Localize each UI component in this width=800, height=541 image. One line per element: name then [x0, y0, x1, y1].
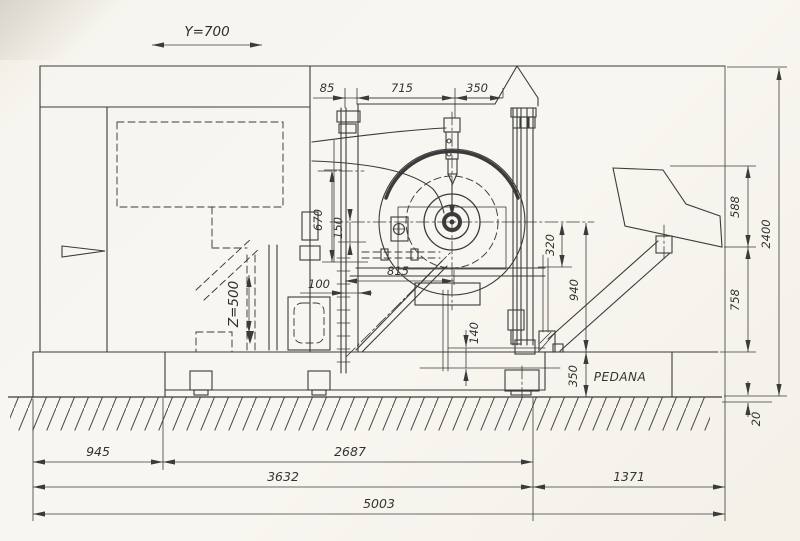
machine-feet [189, 365, 540, 398]
rail-ticks [336, 257, 351, 363]
ground-hatching [10, 397, 710, 431]
dim-20-label: 20 [749, 412, 763, 427]
dim-945-label: 945 [86, 444, 110, 459]
chip-hopper [612, 167, 723, 248]
dim-815-label: 815 [387, 264, 409, 278]
dim-5003-label: 5003 [363, 496, 395, 511]
y-travel-label: Y=700 [184, 24, 229, 40]
internal-chip-conveyor [345, 250, 561, 369]
dim-715-label: 715 [391, 81, 413, 95]
dim-588-label: 588 [728, 196, 742, 218]
cabinet-details [61, 211, 331, 351]
dim-2400-label: 2400 [759, 219, 773, 248]
dim-85-label: 85 [320, 81, 335, 95]
ground [8, 351, 722, 431]
dim-758-label: 758 [728, 289, 742, 311]
machine-outline [32, 65, 726, 456]
chip-flow-arrow [246, 331, 254, 344]
dim-3632-label: 3632 [267, 469, 299, 484]
dimension-lines [32, 42, 787, 521]
dim-320-label: 320 [543, 234, 557, 256]
right-column [510, 107, 549, 355]
dim-350-pedana-label: 350 [566, 365, 580, 387]
pedana-label: PEDANA [594, 370, 646, 384]
dim-100-label: 100 [308, 277, 330, 291]
dim-150-label: 150 [331, 217, 345, 239]
scan-shadow [0, 0, 120, 60]
tool-arm [311, 127, 447, 214]
dim-1371-label: 1371 [613, 469, 645, 484]
cabinet-dashed-internals [116, 121, 325, 353]
z-travel-label: Z=500 [226, 281, 242, 328]
dim-140-label: 140 [467, 322, 481, 344]
dim-2687-label: 2687 [334, 444, 366, 459]
left-slide-column [333, 103, 361, 374]
dim-940-label: 940 [567, 279, 581, 301]
dim-350-top-label: 350 [466, 81, 488, 95]
dim-670-label: 670 [311, 209, 325, 231]
external-chip-conveyor [538, 224, 673, 353]
